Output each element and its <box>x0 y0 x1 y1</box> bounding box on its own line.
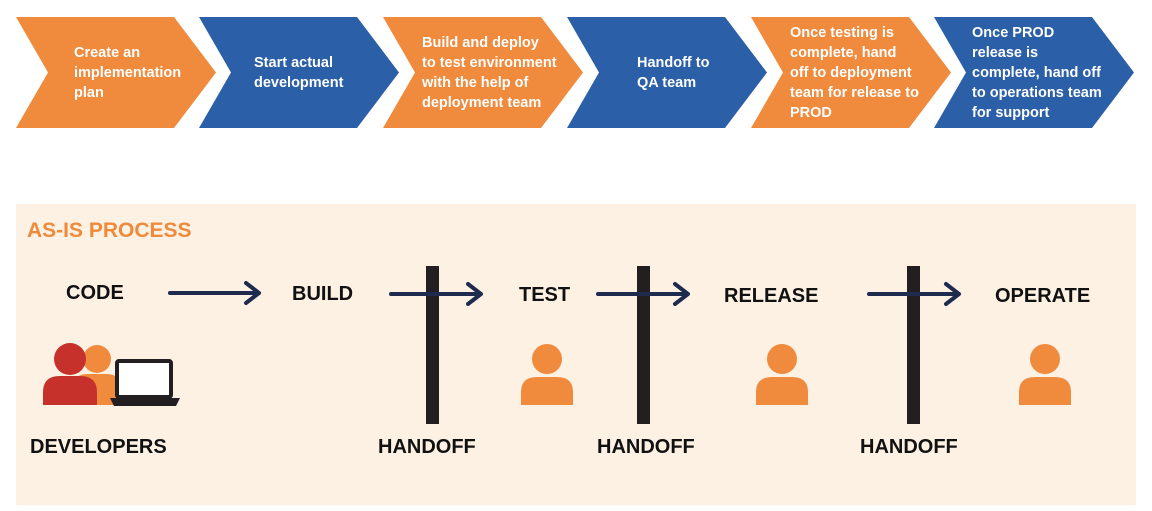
step-1-label: Create an implementation plan <box>74 44 182 101</box>
right-arrow-icon <box>867 282 961 306</box>
chevron-shape <box>934 17 1134 128</box>
stage-operate: OPERATE <box>995 285 1091 307</box>
step-6-label: Once PROD release is complete, hand off … <box>972 24 1102 121</box>
process-steps: Create an implementation plan Start actu… <box>0 0 1152 140</box>
right-arrow-icon <box>596 282 690 306</box>
chevron-shape <box>383 17 583 128</box>
developers-label: DEVELOPERS <box>30 436 167 458</box>
as-is-panel <box>16 204 1136 505</box>
handoff-label: HANDOFF <box>597 436 695 458</box>
step-2-label: Start actual development <box>254 54 344 91</box>
step-5: Once testing is complete, hand off to de… <box>751 17 951 128</box>
panel-title: AS-IS PROCESS <box>27 219 192 242</box>
chevron-shape <box>751 17 951 128</box>
right-arrow-icon <box>389 282 483 306</box>
step-6: Once PROD release is complete, hand off … <box>934 17 1134 128</box>
chevron-shape <box>567 17 767 128</box>
stage-code: CODE <box>66 282 124 304</box>
step-1: Create an implementation plan <box>16 17 216 128</box>
handoff-barrier <box>907 266 920 424</box>
step-3: Build and deploy to test environment wit… <box>383 17 583 128</box>
stage-build: BUILD <box>292 283 354 305</box>
handoff-barrier <box>426 266 439 424</box>
right-arrow-icon <box>168 281 261 305</box>
person-icon <box>521 344 573 405</box>
step-2: Start actual development <box>199 17 399 128</box>
chevron-shape <box>199 17 399 128</box>
step-4-label: Handoff to QA team <box>637 54 710 91</box>
stage-release: RELEASE <box>724 285 819 307</box>
person-icon <box>756 344 808 405</box>
handoff-label: HANDOFF <box>860 436 958 458</box>
step-3-label: Build and deploy to test environment wit… <box>422 34 557 111</box>
people-with-laptop-icon <box>43 343 180 406</box>
handoff-barrier <box>637 266 650 424</box>
step-4: Handoff to QA team <box>567 17 767 128</box>
stage-test: TEST <box>519 284 571 306</box>
chevron-shape <box>16 17 216 128</box>
person-icon <box>1019 344 1071 405</box>
step-5-label: Once testing is complete, hand off to de… <box>790 24 919 121</box>
handoff-label: HANDOFF <box>378 436 476 458</box>
